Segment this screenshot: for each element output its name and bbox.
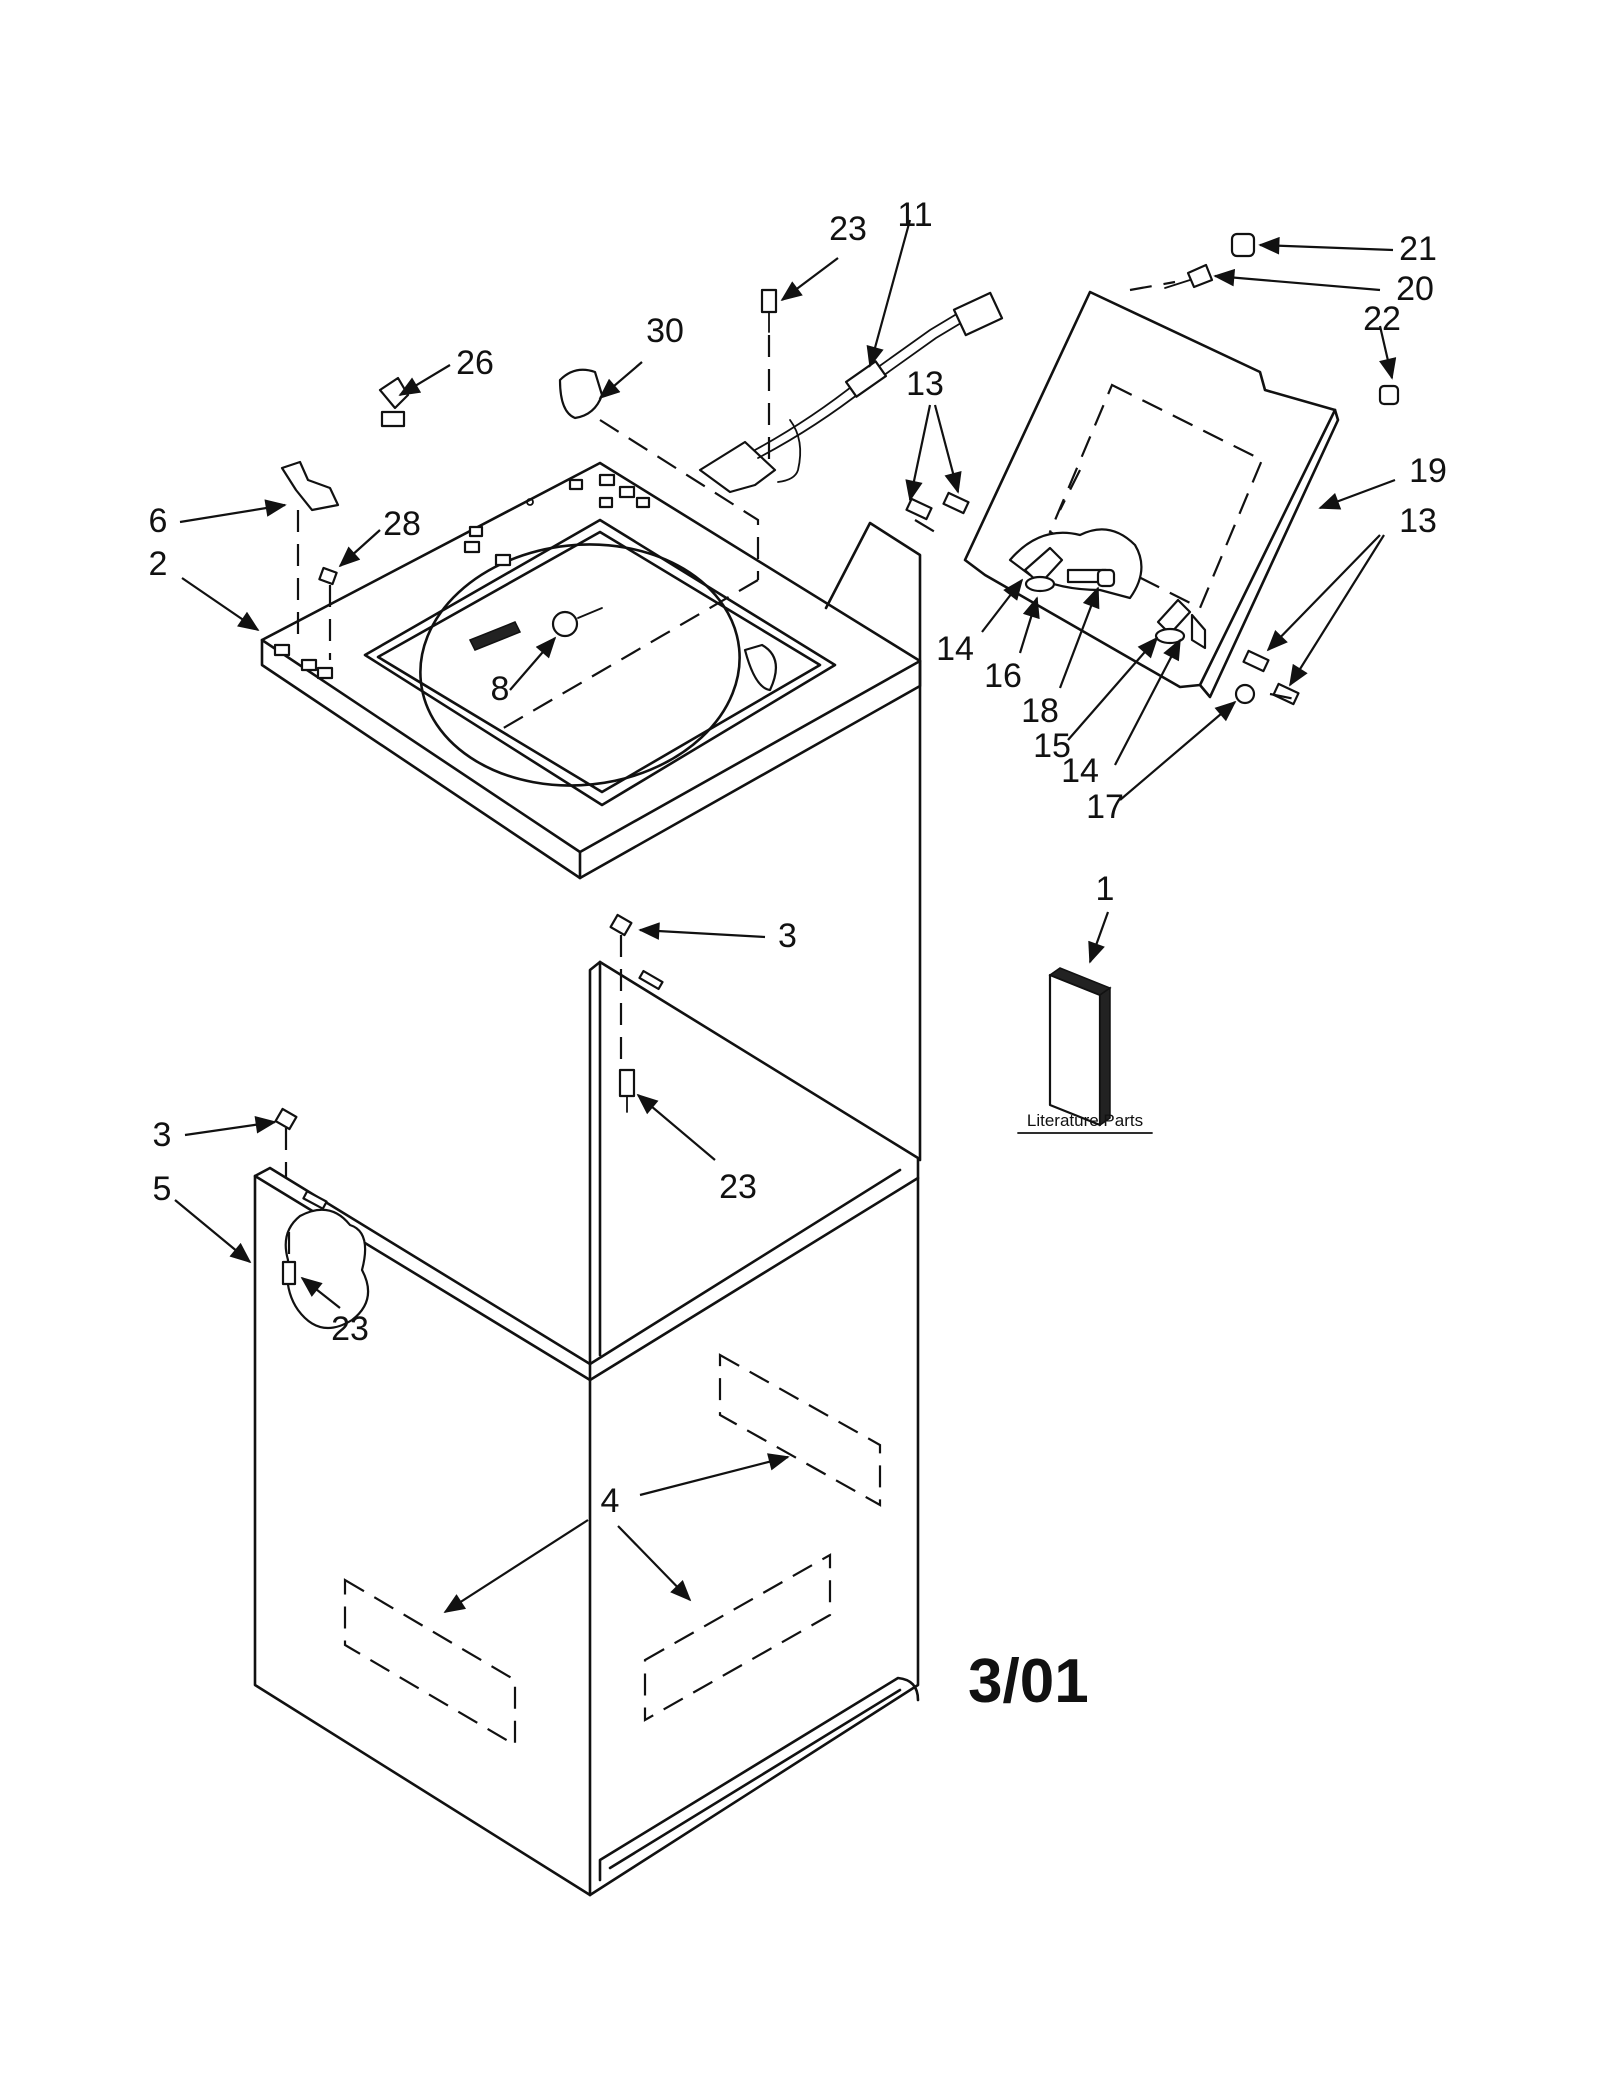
pivot-20 bbox=[1164, 263, 1214, 289]
bumper-22 bbox=[1378, 384, 1400, 406]
callout-23c: 23 bbox=[331, 1310, 369, 1348]
callout-labels: 1 2 3 3 4 5 6 8 11 13 13 14 14 15 16 17 … bbox=[149, 196, 1447, 1520]
callout-14a: 14 bbox=[936, 630, 974, 668]
callout-28: 28 bbox=[383, 505, 421, 543]
literature-parts-label: Literature Parts bbox=[1027, 1111, 1143, 1130]
nut-28 bbox=[318, 566, 338, 586]
callout-23a: 23 bbox=[829, 210, 867, 248]
screw-23-cabinet bbox=[618, 1068, 636, 1113]
clip-26 bbox=[378, 376, 410, 428]
date-code: 3/01 bbox=[968, 1647, 1089, 1716]
callout-23b: 23 bbox=[719, 1168, 757, 1206]
alignment-lines bbox=[284, 280, 1301, 1262]
callout-8: 8 bbox=[491, 670, 510, 708]
clip-6 bbox=[280, 460, 340, 512]
callout-6: 6 bbox=[149, 502, 168, 540]
screw-23-access bbox=[281, 1260, 297, 1286]
callout-3b: 3 bbox=[153, 1116, 172, 1154]
callout-13b: 13 bbox=[1399, 502, 1437, 540]
callout-11: 11 bbox=[897, 196, 932, 234]
callout-30: 30 bbox=[646, 312, 684, 350]
washer-17 bbox=[1234, 683, 1256, 705]
callout-26: 26 bbox=[456, 344, 494, 382]
literature-booklet bbox=[1048, 967, 1112, 1127]
cabinet-back-edge bbox=[824, 521, 922, 1162]
callout-22: 22 bbox=[1363, 300, 1401, 338]
bleach-cap-30 bbox=[558, 368, 604, 420]
callout-18: 18 bbox=[1021, 692, 1059, 730]
callout-15: 15 bbox=[1033, 727, 1071, 765]
callout-4: 4 bbox=[601, 1482, 620, 1520]
screw-23-harness bbox=[760, 288, 778, 333]
hinge-left bbox=[1023, 546, 1108, 593]
callout-19: 19 bbox=[1409, 452, 1447, 490]
callout-14b: 14 bbox=[1061, 752, 1099, 790]
top-panel bbox=[260, 461, 922, 880]
cabinet bbox=[253, 960, 920, 1897]
callout-3a: 3 bbox=[778, 917, 797, 955]
bumper-18 bbox=[1096, 568, 1116, 588]
callout-13a: 13 bbox=[906, 365, 944, 403]
leader-arrows bbox=[174, 219, 1397, 1613]
callout-2: 2 bbox=[149, 545, 168, 583]
clip-3-upper bbox=[609, 913, 633, 937]
clip-3-lower bbox=[274, 1107, 298, 1131]
lid-switch-harness bbox=[698, 291, 1004, 494]
screw-8 bbox=[551, 607, 603, 638]
callout-17: 17 bbox=[1086, 788, 1124, 826]
callout-20: 20 bbox=[1396, 270, 1434, 308]
callout-1: 1 bbox=[1096, 870, 1115, 908]
callout-5: 5 bbox=[153, 1170, 172, 1208]
lid bbox=[963, 290, 1340, 699]
screws-13-upper bbox=[905, 491, 970, 521]
callout-21: 21 bbox=[1399, 230, 1437, 268]
bumper-21 bbox=[1230, 232, 1256, 258]
screws-13-lower bbox=[1242, 649, 1300, 706]
callout-16: 16 bbox=[984, 657, 1022, 695]
